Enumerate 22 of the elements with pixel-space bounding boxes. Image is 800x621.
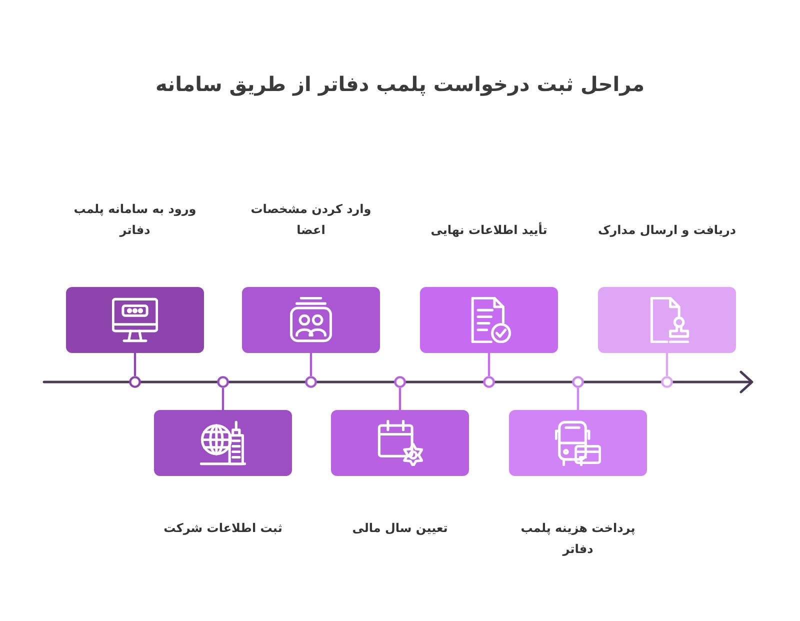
step-label: دریافت و ارسال مدارک (596, 222, 738, 239)
timeline-dot (483, 376, 495, 388)
timeline-dot (572, 376, 584, 388)
connector-line (666, 353, 668, 376)
timeline-dot (129, 376, 141, 388)
connector-line (134, 353, 136, 376)
connector-line (222, 388, 224, 410)
timeline-dot (394, 376, 406, 388)
step-label: پرداخت هزینه پلمب دفاتر (520, 520, 636, 558)
step-label: تعیین سال مالی (351, 520, 449, 537)
step-label: تأیید اطلاعات نهایی (430, 221, 548, 239)
connector-line (488, 353, 490, 376)
connector-line (576, 388, 580, 410)
timeline-dot (217, 376, 229, 388)
step-label: وارد کردن مشخصات اعضا (250, 201, 372, 239)
connector-line (398, 388, 402, 410)
diagram-title: مراحل ثبت درخواست پلمب دفاتر از طریق سامانه (154, 72, 646, 96)
step-label: ورود به سامانه پلمب دفاتر (72, 201, 198, 239)
connector-line (310, 353, 312, 376)
step-label: ثبت اطلاعات شرکت (162, 520, 284, 537)
timeline-dot (305, 376, 317, 388)
timeline-dot (661, 376, 673, 388)
